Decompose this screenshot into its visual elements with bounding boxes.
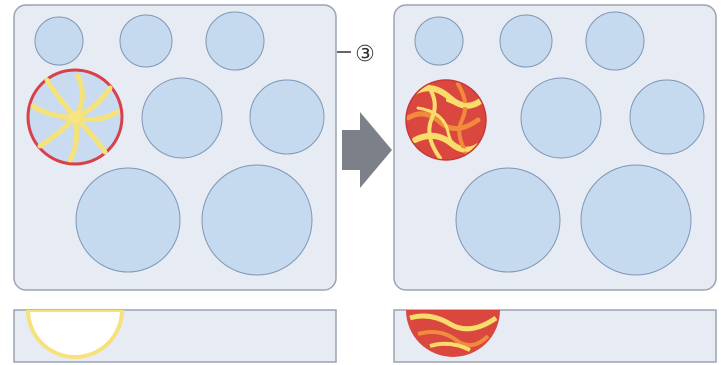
well-small <box>120 15 172 67</box>
well-medium <box>521 78 601 158</box>
well-small <box>586 12 644 70</box>
well-large <box>76 168 180 272</box>
selected-well-swirl <box>28 70 122 164</box>
left-cross-section <box>14 310 336 362</box>
callout-three: ③ <box>337 42 375 67</box>
well-small <box>500 15 552 67</box>
left-tray <box>14 5 336 290</box>
well-medium <box>142 78 222 158</box>
well-small <box>35 17 83 65</box>
right-cross-section <box>394 310 716 362</box>
callout-label: ③ <box>355 42 375 67</box>
well-small <box>206 12 264 70</box>
right-tray <box>394 5 716 290</box>
well-small <box>415 17 463 65</box>
well-large <box>202 165 312 275</box>
right-arrow-icon <box>342 112 392 188</box>
well-large <box>456 168 560 272</box>
well-large <box>581 165 691 275</box>
well-medium <box>250 80 324 154</box>
well-medium <box>630 80 704 154</box>
